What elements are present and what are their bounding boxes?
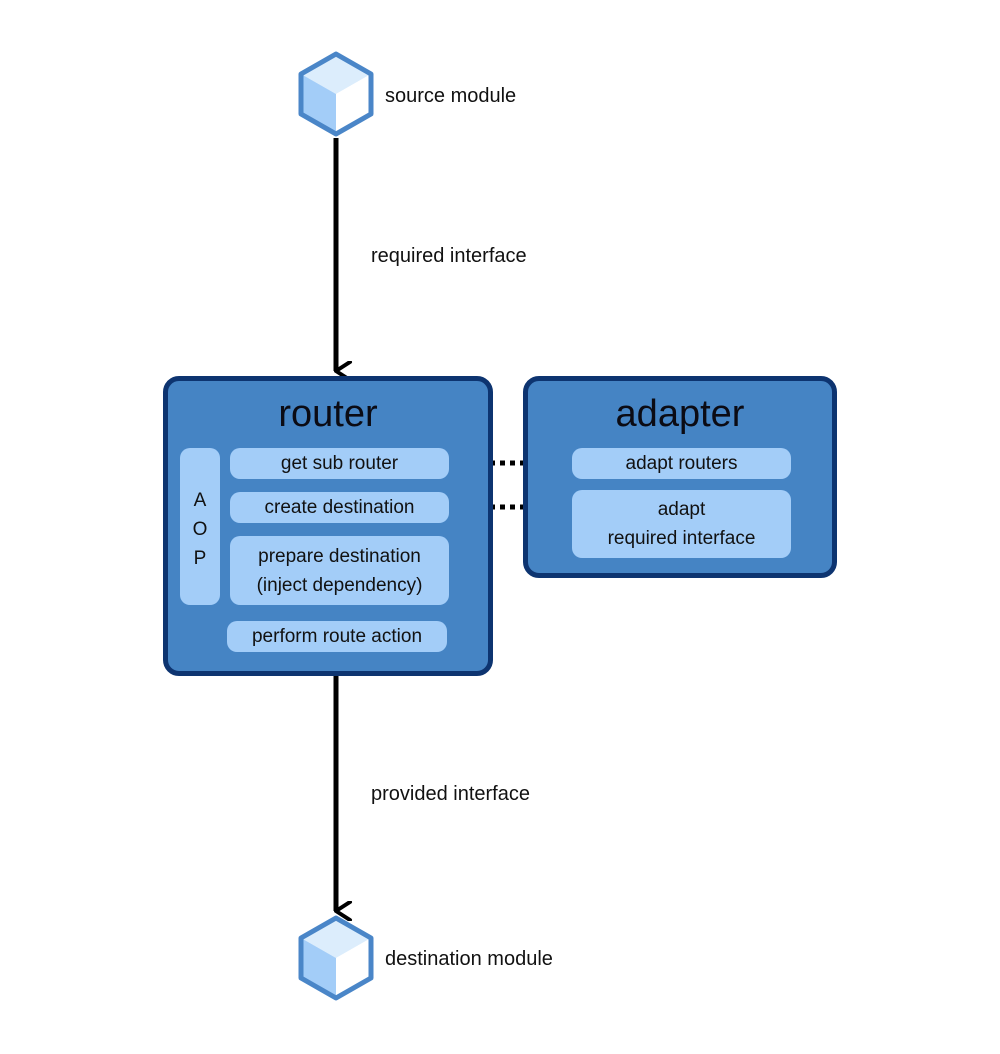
adapter-box[interactable]: adapter adapt routers adapt required int… <box>523 376 837 578</box>
aop-bar[interactable]: A O P <box>180 448 220 605</box>
source-module-label: source module <box>385 85 517 107</box>
router-box[interactable]: router A O P get sub router create desti… <box>163 376 493 676</box>
aop-letter-a: A <box>193 490 207 511</box>
aop-letter-p: P <box>193 548 207 569</box>
source-module-cube-icon[interactable] <box>298 51 374 137</box>
cube-outline <box>298 915 374 1001</box>
required-interface-label: required interface <box>371 245 527 267</box>
prepare-destination-step[interactable]: prepare destination (inject dependency) <box>230 536 449 605</box>
adapt-routers-step[interactable]: adapt routers <box>572 448 791 479</box>
perform-route-action-step[interactable]: perform route action <box>227 621 447 652</box>
create-destination-step[interactable]: create destination <box>230 492 449 523</box>
destination-module-label: destination module <box>385 948 553 970</box>
aop-letter-o: O <box>192 519 208 540</box>
router-title: router <box>278 393 378 435</box>
adapter-title: adapter <box>615 393 745 435</box>
destination-module-cube-icon[interactable] <box>298 915 374 1001</box>
get-sub-router-step[interactable]: get sub router <box>230 448 449 479</box>
cube-outline <box>298 51 374 137</box>
provided-interface-label: provided interface <box>371 783 530 805</box>
adapt-required-interface-step[interactable]: adapt required interface <box>572 490 791 558</box>
